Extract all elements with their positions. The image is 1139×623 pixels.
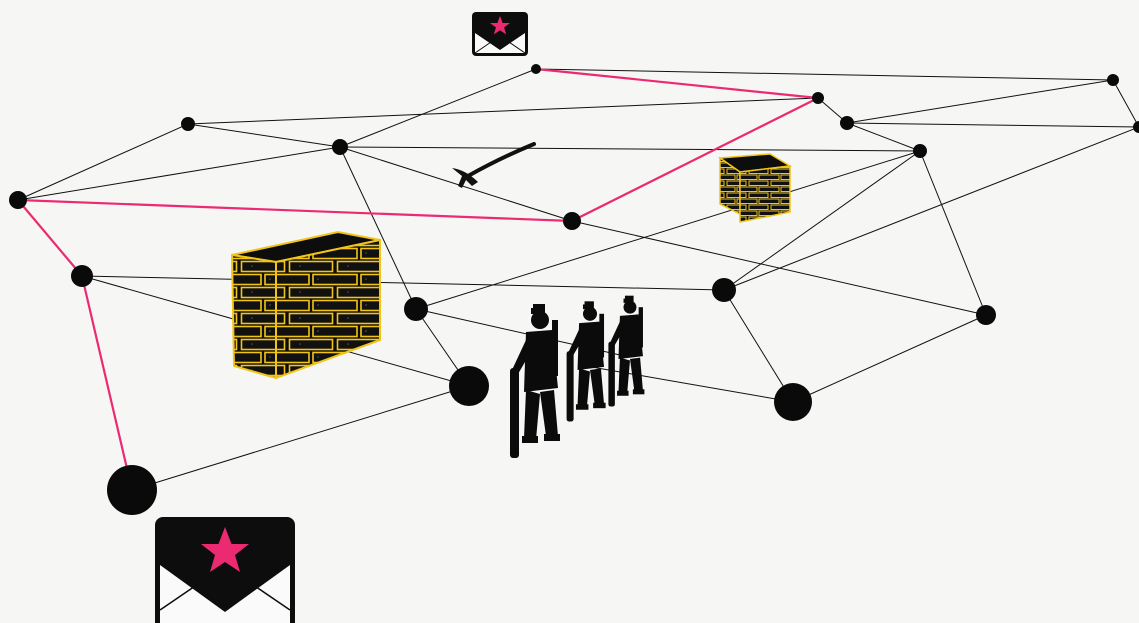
route-edge (17, 199, 83, 277)
network-edge (187, 97, 819, 125)
network-node (332, 139, 348, 155)
network-edge (579, 364, 794, 403)
riot-police-icon (510, 295, 645, 458)
network-node (71, 265, 93, 287)
network-edge (415, 150, 921, 310)
network-node (1133, 121, 1139, 133)
network-node (9, 191, 27, 209)
network-edge (131, 385, 470, 491)
network-edge (792, 314, 987, 403)
network-edge (723, 150, 921, 291)
network-edge (535, 68, 1114, 81)
network-edge (17, 123, 189, 201)
network-node (840, 116, 854, 130)
edges (17, 68, 1139, 491)
network-node (712, 278, 736, 302)
network-node (976, 305, 996, 325)
network-edge (17, 146, 341, 201)
network-node (812, 92, 824, 104)
envelope-star-icon (155, 517, 295, 623)
route-edge (535, 67, 819, 100)
network-node (913, 144, 927, 158)
network-edge (1112, 79, 1139, 128)
pickaxe-icon (452, 142, 536, 188)
network-node (107, 465, 157, 515)
network-edge (846, 122, 921, 152)
network-edge (846, 122, 1139, 128)
route-edge (80, 275, 134, 491)
network-node (1107, 74, 1119, 86)
envelope-star-icon (472, 12, 528, 56)
brick-wall-icon (230, 230, 381, 380)
network-node (449, 366, 489, 406)
network-node (404, 297, 428, 321)
network-node (774, 383, 812, 421)
network-edge (339, 146, 573, 222)
network-edge (81, 275, 725, 291)
network-edge (723, 289, 794, 403)
network-edge (919, 150, 987, 316)
network-edge (846, 79, 1114, 124)
network-node (563, 212, 581, 230)
network-edge (187, 123, 341, 148)
route-edge (17, 198, 573, 223)
network-node (531, 64, 541, 74)
route-edge (571, 97, 819, 222)
network-edge (723, 126, 1139, 291)
highlighted-route (17, 67, 819, 491)
nodes (9, 64, 1139, 515)
network-edge (339, 146, 417, 310)
network-node (181, 117, 195, 131)
brick-wall-icon (717, 153, 793, 223)
network-edge (339, 146, 921, 152)
network-edge (339, 68, 537, 148)
